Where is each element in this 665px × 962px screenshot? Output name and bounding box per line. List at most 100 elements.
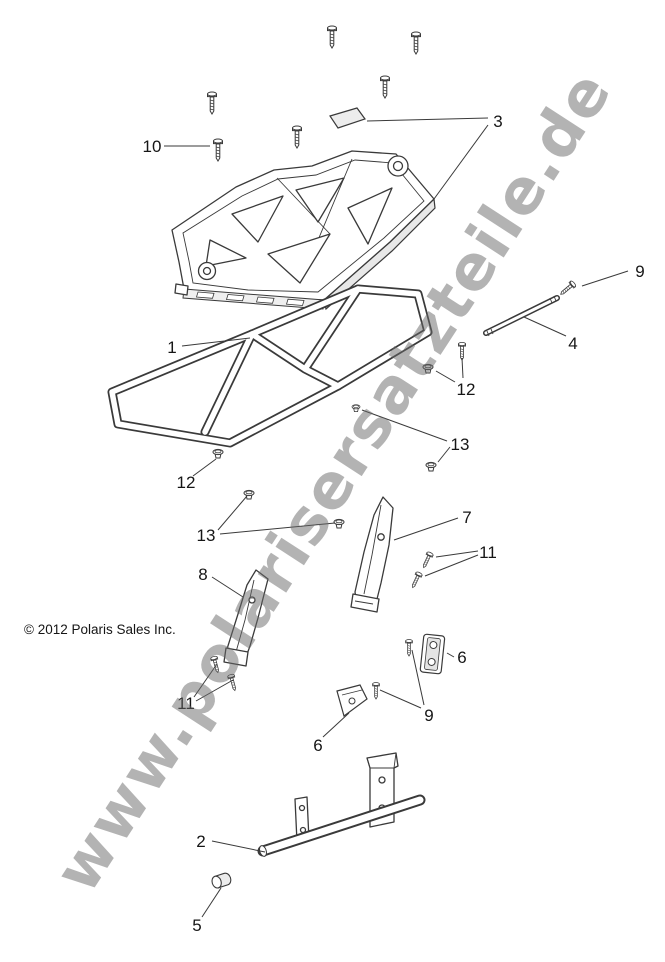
bar-tube-end xyxy=(259,845,267,857)
leader-line xyxy=(201,887,222,918)
plate-outline xyxy=(329,107,366,129)
leader-line xyxy=(195,679,234,702)
part-end-cap xyxy=(211,872,232,889)
callout-4: 4 xyxy=(568,334,577,353)
bar-bracket-line xyxy=(366,752,397,769)
screw xyxy=(213,138,223,162)
leader-line xyxy=(581,270,629,287)
leader-line xyxy=(322,712,350,738)
leader-line xyxy=(219,522,336,535)
part-rear-rack xyxy=(171,150,436,311)
rack-cutout xyxy=(347,187,393,245)
callout-9-upper: 9 xyxy=(635,262,644,281)
leader-line xyxy=(217,495,248,531)
leader-line xyxy=(193,663,218,698)
cap-face xyxy=(211,875,222,889)
flange-bolt xyxy=(212,448,224,459)
bracket7-hole xyxy=(377,533,385,541)
leader-line xyxy=(192,458,217,477)
screw xyxy=(558,279,577,298)
flange-bolt xyxy=(422,363,434,374)
leader-line xyxy=(379,689,422,709)
rod-inner xyxy=(484,296,559,335)
frame-tube-inner xyxy=(202,286,361,435)
callout-7: 7 xyxy=(462,508,471,527)
screw xyxy=(420,550,435,570)
callout-3: 3 xyxy=(493,112,502,131)
rack-boss-hole xyxy=(202,266,212,276)
part-bracket-left xyxy=(223,569,269,667)
leader-line xyxy=(461,357,464,379)
bar-strap-hole xyxy=(298,804,306,812)
callout-12-right: 12 xyxy=(457,380,476,399)
part-plate-small xyxy=(336,684,368,717)
rack-boss-hole xyxy=(392,160,404,172)
callout-1: 1 xyxy=(167,338,176,357)
rack-inner-rim xyxy=(182,159,425,293)
bracket8-foot xyxy=(223,647,249,667)
leader-line xyxy=(523,316,567,337)
screw xyxy=(292,125,302,149)
part-plate xyxy=(329,107,366,129)
part-bracket-right xyxy=(350,496,394,613)
callout-leaders xyxy=(164,117,629,918)
frame-tube-outer xyxy=(200,284,363,437)
bracket8-outline xyxy=(226,569,269,662)
flange-bolt xyxy=(333,518,345,529)
rack-vents xyxy=(195,291,305,306)
part-support-rod xyxy=(483,295,560,337)
rack-cutout xyxy=(205,239,247,267)
part-support-bar xyxy=(257,752,426,857)
callout-5: 5 xyxy=(192,916,201,935)
screw xyxy=(327,25,337,49)
callout-9-lower: 9 xyxy=(424,706,433,725)
screw xyxy=(207,91,217,115)
rack-cutout xyxy=(231,195,284,243)
bracket8-hole xyxy=(248,596,256,604)
callout-2: 2 xyxy=(196,832,205,851)
callout-13-right: 13 xyxy=(451,435,470,454)
flange-bolt xyxy=(425,461,437,472)
bracket8-edge xyxy=(235,579,255,653)
screw xyxy=(409,570,424,590)
leader-line xyxy=(211,840,266,853)
leader-line xyxy=(411,649,425,706)
plate6-fold xyxy=(341,689,363,696)
leader-line xyxy=(393,517,459,541)
callout-12-left: 12 xyxy=(177,473,196,492)
screw xyxy=(411,31,421,55)
leader-line xyxy=(446,652,455,658)
part-rack-frame xyxy=(107,284,433,448)
leader-line xyxy=(211,576,244,598)
callout-11-left: 11 xyxy=(177,694,195,713)
rack-foot xyxy=(174,283,189,296)
part-bracket-small-right xyxy=(419,633,446,675)
bar-bracket-hole xyxy=(378,776,386,784)
bracket7-edge xyxy=(363,504,382,595)
leader-line xyxy=(437,446,451,463)
callout-labels: 3 10 9 4 1 12 13 12 13 7 11 8 6 11 9 6 2… xyxy=(143,112,645,935)
callout-6-lower: 6 xyxy=(313,736,322,755)
leader-line xyxy=(181,337,251,347)
leader-line xyxy=(433,124,489,200)
callout-11-right: 11 xyxy=(479,543,497,562)
rod-thread xyxy=(486,295,557,337)
leader-line xyxy=(435,550,479,558)
leader-line xyxy=(366,117,489,122)
bracket6-hole xyxy=(427,657,436,666)
flange-bolt xyxy=(351,404,361,413)
screw xyxy=(405,639,413,657)
plate6-hole xyxy=(348,697,356,705)
leader-line xyxy=(424,554,479,577)
bracket7-outline xyxy=(354,496,394,606)
copyright-text: © 2012 Polaris Sales Inc. xyxy=(24,622,176,637)
screw xyxy=(372,682,380,700)
screw xyxy=(380,75,390,99)
screw xyxy=(457,341,467,361)
callout-6-right: 6 xyxy=(457,648,466,667)
callout-8: 8 xyxy=(198,565,207,584)
frame-tube-inner xyxy=(109,286,431,446)
bracket7-foot-line xyxy=(354,600,374,605)
